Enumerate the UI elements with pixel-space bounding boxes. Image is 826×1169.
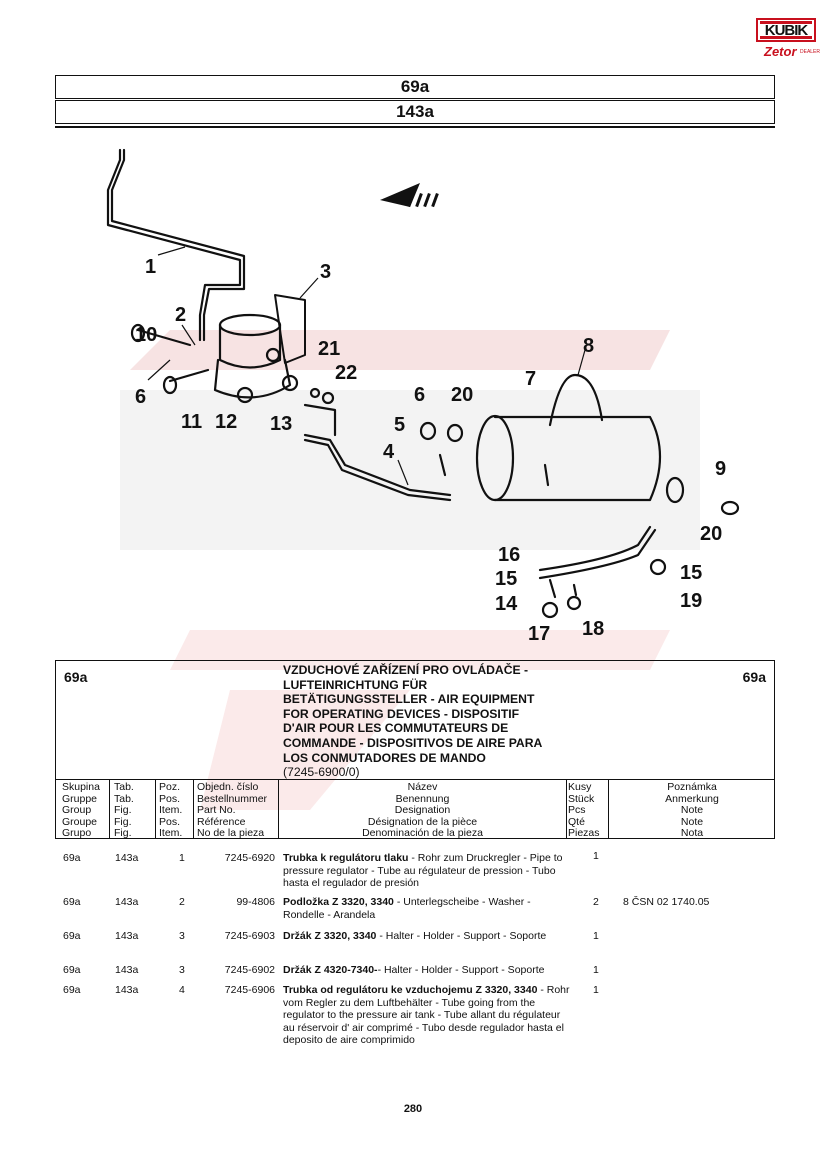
callout-9: 9 [715,458,726,480]
callout-8: 8 [583,335,594,357]
callout-2: 2 [175,304,186,326]
logo-brand: KUBIK [756,18,816,42]
callout-4: 4 [383,441,395,463]
callout-3: 3 [320,261,331,283]
callout-11: 11 [181,411,202,433]
callout-19: 19 [680,590,702,612]
callout-22: 22 [335,362,357,384]
kubik-zetor-logo: KUBIK Zetor DEALER [756,14,821,62]
callout-10: 10 [135,324,157,346]
callout-16: 16 [498,544,520,566]
parts-table-header: 69a 69a VZDUCHOVÉ ZAŘÍZENÍ PRO OVLÁDAČE … [55,660,775,839]
group-title-line: COMMANDE - DISPOSITIVOS DE AIRE PARA [283,735,543,750]
callout-1: 1 [145,256,156,278]
group-title: VZDUCHOVÉ ZAŘÍZENÍ PRO OVLÁDAČE - LUFTEI… [283,663,573,780]
callout-20b: 20 [700,523,722,545]
callout-18: 18 [582,618,604,640]
col-tab: Tab.Tab.Fig.Fig.Fig. [114,781,134,840]
group-title-line: LUFTEINRICHTUNG FÜR [283,677,428,692]
group-title-line: BETÄTIGUNGSSTELLER - AIR EQUIPMENT [283,692,535,707]
callout-21: 21 [318,338,340,360]
header-rule [55,126,775,128]
logo-dealer: DEALER [800,49,821,55]
group-number-header: 69a [55,75,775,99]
callout-20a: 20 [451,384,473,406]
group-title-block: 69a 69a VZDUCHOVÉ ZAŘÍZENÍ PRO OVLÁDAČE … [56,661,774,780]
group-title-line: D'AIR POUR LES COMMUTATEURS DE [283,721,509,736]
group-title-line: VZDUCHOVÉ ZAŘÍZENÍ PRO OVLÁDAČE - [283,663,529,677]
group-code-right: 69a [742,669,766,685]
col-poz: Poz.Pos.Item.Pos.Item. [159,781,183,840]
assembly-spec: (7245-6900/0) [283,765,360,780]
callout-13: 13 [270,413,292,435]
callout-15a: 15 [495,568,517,590]
callout-5: 5 [394,414,405,436]
callout-14: 14 [495,593,518,615]
logo-sub: Zetor [764,44,797,59]
callout-7: 7 [525,368,536,390]
group-title-line: FOR OPERATING DEVICES - DISPOSITIF [283,706,520,721]
callout-12: 12 [215,411,237,433]
group-code-left: 69a [64,669,88,685]
table-number-header: 143a [55,100,775,124]
callout-6a: 6 [135,386,146,408]
callout-15b: 15 [680,562,702,584]
exploded-parts-diagram: 1 2 3 4 5 6 6 7 8 9 10 11 12 13 14 15 15… [106,148,740,645]
callout-6b: 6 [414,384,425,406]
group-title-line: LOS CONMUTADORES DE MANDO [283,750,486,765]
callout-17: 17 [528,623,550,645]
page-number: 280 [403,1103,423,1115]
